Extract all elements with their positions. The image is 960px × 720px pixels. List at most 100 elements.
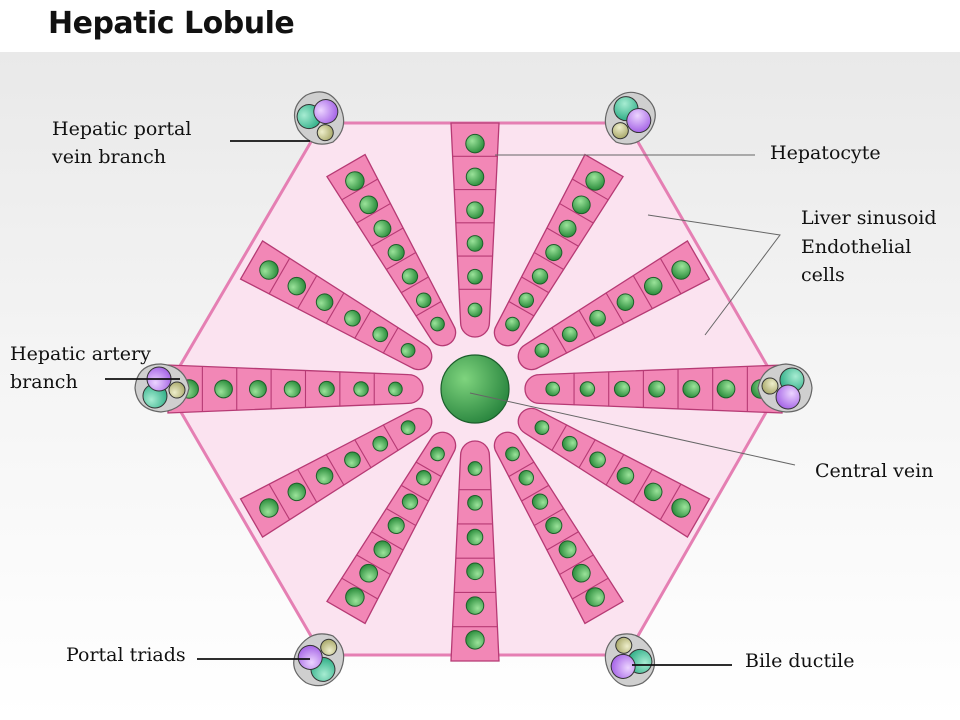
hepatocyte-nucleus — [579, 381, 596, 397]
label-hepatocyte: Hepatocyte — [770, 142, 881, 164]
hepatocyte-nucleus — [643, 482, 663, 502]
cell-wall — [520, 276, 550, 294]
hepatocyte-nucleus — [430, 316, 445, 332]
cell-wall — [520, 484, 550, 502]
page-title: Hepatic Lobule — [48, 6, 295, 41]
hepatocyte-nucleus — [558, 540, 577, 559]
hepatocyte-nucleus — [518, 292, 534, 308]
hepatocyte-nucleus — [534, 342, 550, 358]
cell-wall — [385, 507, 417, 527]
hepatocyte-nucleus — [259, 260, 279, 280]
hepatocyte-nucleus — [648, 380, 666, 398]
hepatocyte-nucleus — [372, 326, 389, 343]
hepatic-lobule-diagram — [105, 91, 813, 687]
hepatocyte-nucleus — [682, 380, 701, 398]
cell-wall — [559, 202, 594, 224]
cell-wall — [508, 461, 535, 478]
hepatocyte-nucleus — [561, 326, 578, 343]
hepatocyte-nucleus — [248, 380, 267, 398]
hepatocyte-nucleus — [534, 420, 550, 436]
hepatocyte-nucleus — [430, 446, 445, 462]
label-liver-sinusoid: Liver sinusoid — [801, 207, 937, 229]
portal-triad — [293, 633, 345, 687]
cell-wall — [268, 257, 291, 295]
hepatocyte-cord — [524, 364, 783, 414]
cell-wall — [400, 276, 430, 294]
hepatocyte-nucleus — [400, 342, 416, 358]
hepatocyte-nucleus — [616, 293, 635, 311]
cell-wall — [371, 531, 404, 551]
hepatocyte-cord — [450, 440, 500, 662]
hepatocyte-nucleus — [345, 171, 365, 191]
cell-wall — [559, 554, 594, 576]
hepatocyte-nucleus — [467, 268, 483, 285]
hepatocyte-nucleus — [287, 276, 307, 296]
hepatocyte-nucleus — [545, 243, 563, 262]
hepatocyte-cord — [517, 240, 711, 371]
cell-wall — [268, 483, 291, 521]
cell-wall — [415, 461, 442, 478]
leader-lines — [105, 140, 796, 666]
label-bile-ductile: Bile ductile — [745, 650, 855, 672]
hepatocyte-nucleus — [345, 587, 365, 607]
label-hepatic-artery-2: branch — [10, 371, 78, 393]
artery-vessel — [610, 653, 636, 679]
hepatocyte-nucleus — [373, 219, 392, 238]
label-cells: cells — [801, 264, 845, 286]
cell-wall — [659, 257, 682, 295]
cord-body — [450, 122, 500, 338]
hepatocyte-nucleus — [572, 563, 591, 583]
cell-wall — [354, 309, 372, 339]
hepatocyte-nucleus — [545, 516, 563, 535]
portal-triad — [757, 363, 813, 413]
hepatocyte-cord — [239, 407, 433, 538]
cell-wall — [382, 424, 399, 452]
hepatocyte-cord — [326, 153, 457, 347]
hepatocyte-nucleus — [505, 316, 520, 332]
portal-triad — [134, 363, 190, 413]
hepatocyte-cord — [517, 407, 711, 538]
hepatocyte-cords — [167, 122, 783, 662]
bile-duct-vessel — [316, 124, 334, 142]
hepatocyte-nucleus — [401, 493, 419, 510]
cell-wall — [578, 309, 596, 339]
title-bar: Hepatic Lobule — [0, 0, 960, 52]
artery-vessel — [775, 384, 801, 410]
hepatocyte-nucleus — [643, 276, 663, 296]
hepatocyte-nucleus — [373, 540, 392, 559]
hepatocyte-nucleus — [589, 451, 606, 469]
label-endothelial: Endothelial — [801, 236, 912, 258]
hepatocyte-nucleus — [518, 470, 534, 486]
hepatocyte-nucleus — [613, 380, 631, 398]
hepatocyte-nucleus — [287, 482, 307, 502]
hepatocyte-nucleus — [388, 381, 403, 397]
hepatocyte-nucleus — [531, 268, 549, 285]
hepatocyte-nucleus — [467, 494, 483, 511]
cell-wall — [533, 507, 565, 527]
hepatocyte-nucleus — [466, 201, 484, 219]
hepatocyte-nucleus — [467, 461, 483, 476]
hepatocyte-nucleus — [359, 563, 378, 583]
hepatocyte-nucleus — [585, 171, 605, 191]
cell-wall — [551, 424, 568, 452]
hepatocyte-nucleus — [372, 435, 389, 452]
hepatocyte-nucleus — [671, 498, 691, 518]
cell-wall — [508, 300, 535, 317]
hepatocyte-nucleus — [387, 516, 405, 535]
cell-wall — [571, 577, 609, 600]
cell-wall — [382, 326, 399, 354]
hepatocyte-nucleus — [344, 451, 361, 469]
bile-duct-vessel — [168, 381, 186, 399]
cell-wall — [297, 468, 318, 503]
hepatocyte-nucleus — [259, 498, 279, 518]
hepatocyte-nucleus — [315, 293, 334, 311]
hepatocyte-nucleus — [561, 435, 578, 452]
cord-body — [450, 440, 500, 662]
hepatocyte-nucleus — [467, 302, 483, 318]
hepatocyte-nucleus — [466, 235, 484, 252]
hepatocyte-nucleus — [531, 493, 549, 510]
label-portal-triads: Portal triads — [66, 644, 186, 666]
hepatocyte-nucleus — [466, 528, 484, 546]
hepatocyte-cord — [326, 431, 457, 625]
cell-wall — [356, 554, 391, 576]
